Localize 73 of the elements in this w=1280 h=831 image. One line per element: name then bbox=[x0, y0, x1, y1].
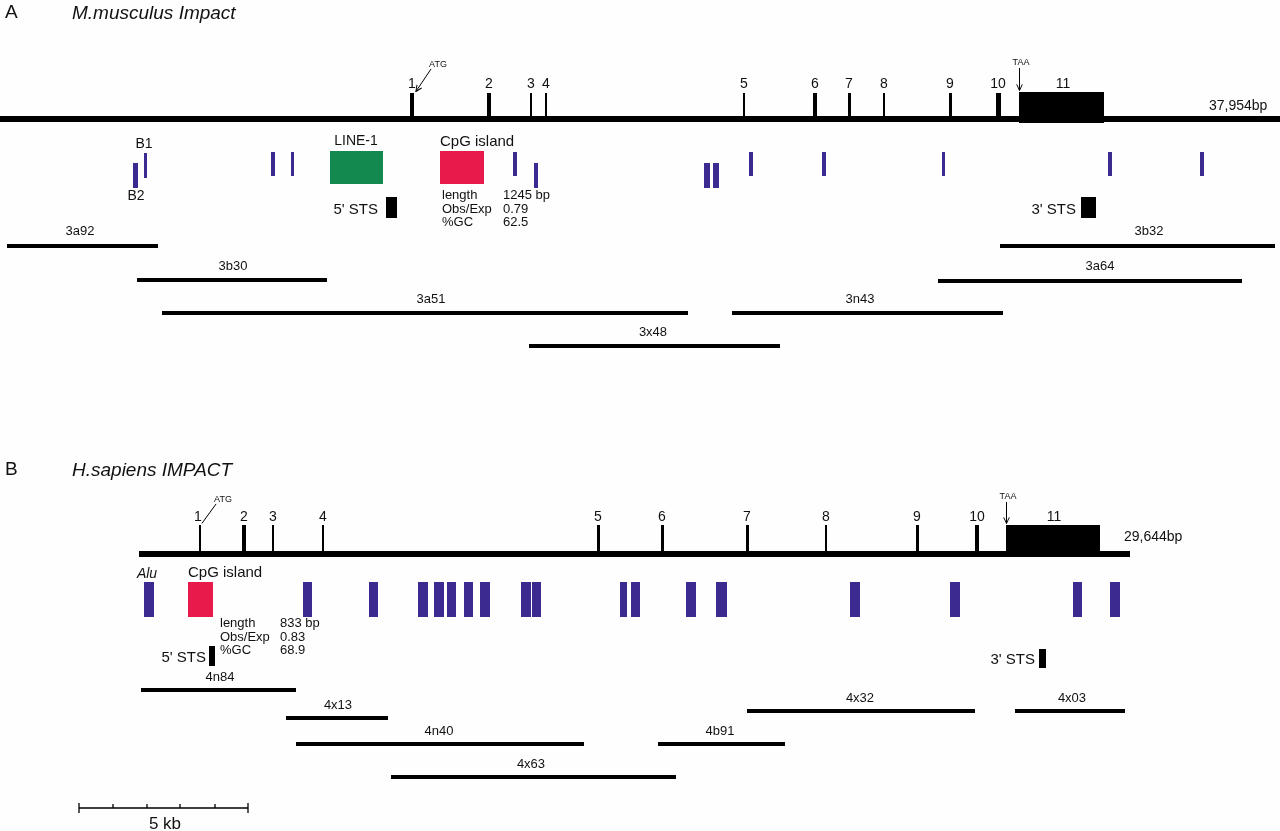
clone-label: 3a51 bbox=[416, 291, 446, 307]
sts-label: 3' STS bbox=[1031, 200, 1076, 218]
exon-number: 6 bbox=[811, 76, 819, 92]
exon-number: 7 bbox=[743, 509, 751, 525]
exon-number: 9 bbox=[913, 509, 921, 525]
stat-label: length bbox=[442, 187, 478, 203]
panel-letter: A bbox=[5, 1, 18, 23]
clone-label: 3n43 bbox=[845, 291, 875, 307]
clone-label: 3a92 bbox=[65, 223, 95, 239]
exon-number: 7 bbox=[845, 76, 853, 92]
stat-value: 62.5 bbox=[503, 214, 529, 230]
exon-number: 6 bbox=[658, 509, 666, 525]
cpg-island-label: CpG island bbox=[440, 132, 515, 150]
stat-value: 1245 bp bbox=[503, 187, 550, 203]
exon-number: 1 bbox=[408, 76, 416, 92]
stat-value: 833 bp bbox=[280, 615, 320, 631]
exon-number: 8 bbox=[822, 509, 830, 525]
panel-title: H.sapiens IMPACT bbox=[72, 459, 233, 481]
cpg-island-label: CpG island bbox=[188, 563, 263, 581]
exon-number: 5 bbox=[740, 76, 748, 92]
stat-label: %GC bbox=[442, 214, 474, 230]
panel-title: M.musculus Impact bbox=[72, 2, 236, 24]
codon-label: ATG bbox=[429, 60, 447, 70]
sts-label: 5' STS bbox=[161, 648, 206, 666]
arrow bbox=[1003, 501, 1010, 524]
sts-label: 5' STS bbox=[333, 200, 378, 218]
exon-number: 2 bbox=[240, 509, 248, 525]
clone-label: 4n40 bbox=[424, 723, 454, 739]
clone-label: 3b32 bbox=[1134, 223, 1164, 239]
stat-value: 68.9 bbox=[280, 642, 306, 658]
stat-label: Obs/Exp bbox=[442, 201, 492, 217]
sts-label: 3' STS bbox=[990, 650, 1035, 668]
exon-number: 2 bbox=[485, 76, 493, 92]
panel-letter: B bbox=[5, 458, 18, 480]
arrow bbox=[1016, 67, 1023, 91]
exon-number: 9 bbox=[946, 76, 954, 92]
stat-value: 0.79 bbox=[503, 201, 529, 217]
clone-label: 3a64 bbox=[1085, 258, 1115, 274]
codon-label: TAA bbox=[1012, 58, 1030, 68]
exon-number: 10 bbox=[969, 509, 985, 525]
clone-label: 4b91 bbox=[705, 723, 735, 739]
exon-number: 3 bbox=[269, 509, 277, 525]
exon-number: 11 bbox=[1055, 76, 1071, 92]
arrow bbox=[415, 68, 432, 92]
exon-number: 5 bbox=[594, 509, 602, 525]
exon-number: 10 bbox=[990, 76, 1006, 92]
sequence-length: 29,644bp bbox=[1124, 529, 1183, 545]
clone-label: 4x32 bbox=[845, 690, 875, 706]
clone-label: 3x48 bbox=[638, 324, 668, 340]
sequence-length: 37,954bp bbox=[1209, 98, 1268, 114]
clone-label: 3b30 bbox=[218, 258, 248, 274]
exon-number: 3 bbox=[527, 76, 535, 92]
clone-label: 4x13 bbox=[323, 697, 353, 713]
clone-label: 4n84 bbox=[205, 669, 235, 685]
stat-label: Obs/Exp bbox=[220, 629, 270, 645]
exon-number: 4 bbox=[542, 76, 550, 92]
exon-number: 4 bbox=[319, 509, 327, 525]
exon-number: 11 bbox=[1046, 509, 1062, 525]
exon-number: 1 bbox=[194, 509, 202, 525]
codon-label: ATG bbox=[214, 495, 232, 505]
repeat-label: LINE-1 bbox=[334, 133, 378, 149]
repeat-label: B2 bbox=[127, 188, 145, 204]
clone-label: 4x03 bbox=[1057, 690, 1087, 706]
scale-label: 5 kb bbox=[148, 814, 182, 831]
codon-label: TAA bbox=[999, 492, 1017, 502]
repeat-label: Alu bbox=[136, 566, 158, 582]
stat-label: %GC bbox=[220, 642, 252, 658]
stat-label: length bbox=[220, 615, 256, 631]
leader-line bbox=[201, 503, 217, 524]
stat-value: 0.83 bbox=[280, 629, 306, 645]
clone-label: 4x63 bbox=[516, 756, 546, 772]
repeat-label: B1 bbox=[135, 136, 153, 152]
exon-number: 8 bbox=[880, 76, 888, 92]
